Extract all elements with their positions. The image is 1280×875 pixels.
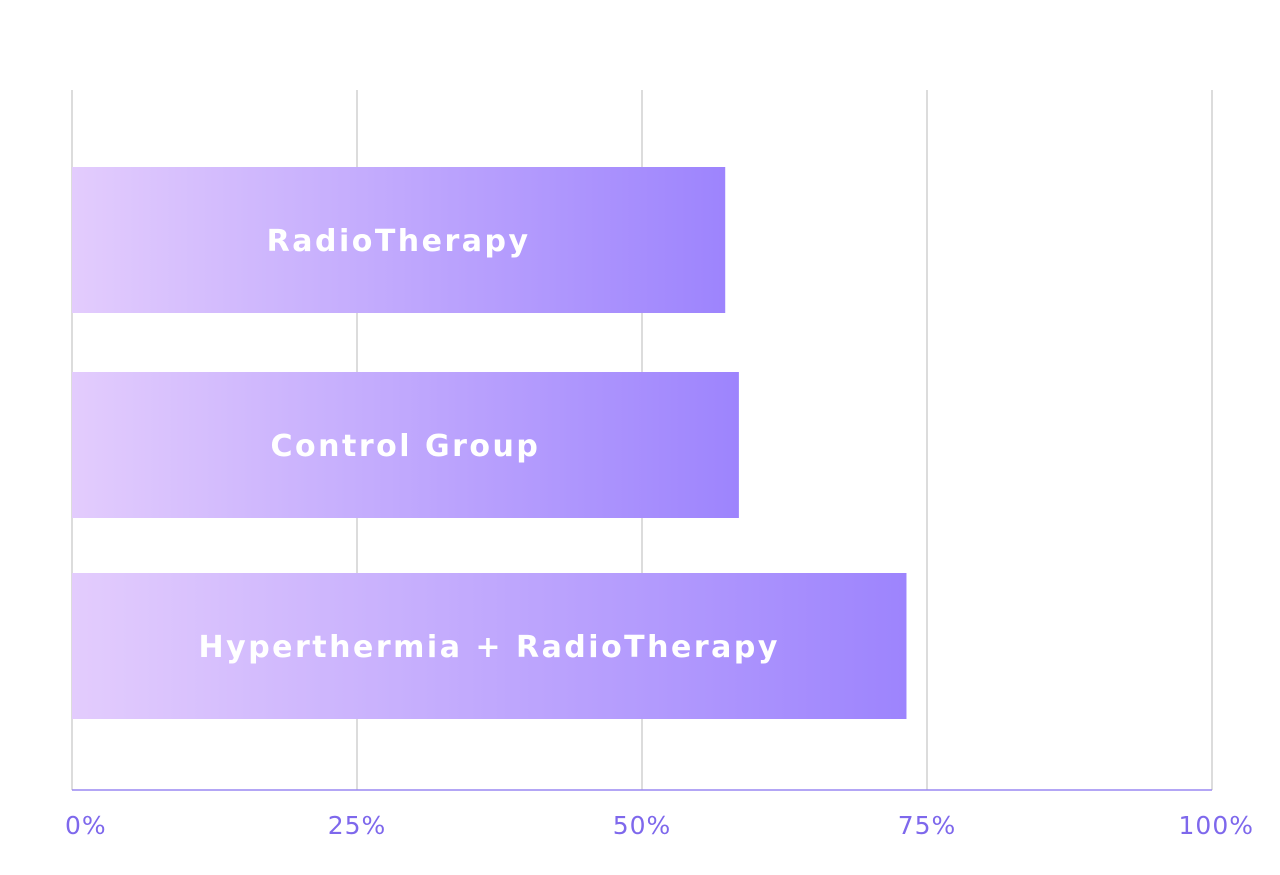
bar-2 — [72, 573, 907, 719]
bar-1 — [72, 372, 739, 518]
bar-label-0: RadioTherapy — [267, 224, 531, 259]
bar-label-1: Control Group — [271, 429, 541, 464]
x-tick-label-0: 0% — [65, 811, 107, 840]
x-tick-label-1: 25% — [328, 811, 387, 840]
x-tick-label-3: 75% — [898, 811, 957, 840]
bar-label-2: Hyperthermia + RadioTherapy — [199, 630, 780, 665]
bar-0 — [72, 167, 726, 313]
x-tick-label-4: 100% — [1179, 811, 1254, 840]
x-tick-label-2: 50% — [613, 811, 672, 840]
x-axis: 0% 25% 50% 75% 100% — [65, 789, 1254, 840]
